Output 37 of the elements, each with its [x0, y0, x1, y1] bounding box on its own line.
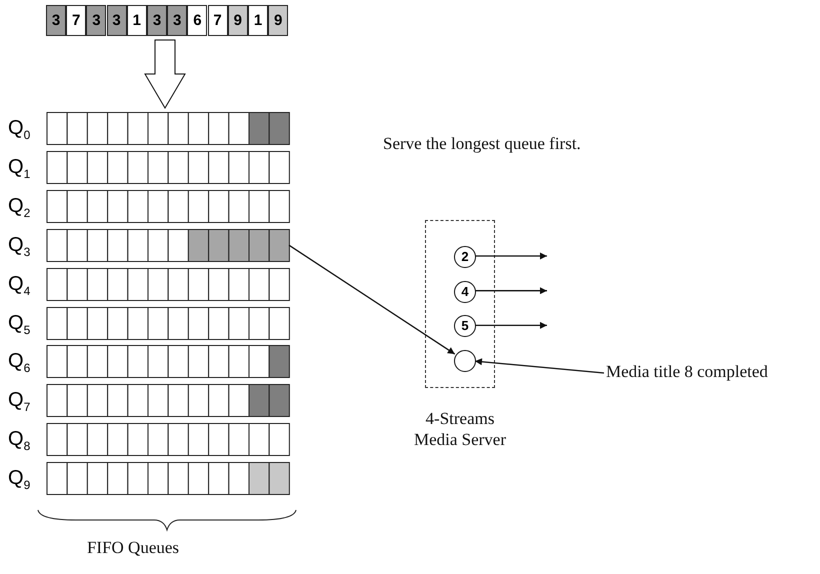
request-sequence: [46, 5, 288, 36]
stream-output-arrow: [475, 322, 547, 329]
group-caption: FIFO Queues: [86, 538, 180, 558]
stream-output-arrow: [475, 287, 547, 294]
arrow: [474, 358, 604, 374]
stream-output-arrow: [475, 252, 547, 260]
server-caption: 4-Streams Media Server: [412, 408, 508, 450]
queue-label: Q$_{6}$: [8, 349, 30, 378]
request-number: 3: [86, 5, 106, 36]
queue-label: Q$_{0}$: [8, 116, 30, 144]
stream-circle: 5: [454, 315, 476, 338]
empty-stream-circle: [454, 350, 476, 372]
request-number: 3: [147, 5, 167, 36]
queue-label: Q$_{7}$: [8, 388, 30, 416]
request-number: 9: [228, 5, 248, 36]
stream-circle: 2: [454, 246, 476, 268]
request-number: 3: [46, 5, 66, 36]
queue-label: Q$_{2}$: [8, 194, 30, 222]
request-number: 3: [106, 5, 127, 36]
note-text: Serve the longest queue first.: [383, 134, 581, 154]
queue-label: Q$_{1}$: [8, 154, 30, 183]
request-number: 7: [208, 5, 228, 36]
stream-circle: 4: [454, 280, 476, 303]
request-number: 3: [167, 5, 188, 36]
hollow-down-arrow: [144, 40, 186, 109]
queue-label: Q$_{8}$: [8, 427, 30, 456]
callout-text: Media title 8 completed: [606, 361, 768, 383]
arrow: [288, 244, 456, 355]
request-number: 7: [66, 5, 86, 36]
request-number: 1: [126, 5, 147, 36]
queue-label: Q$_{5}$: [8, 310, 30, 338]
queue-label: Q$_{3}$: [8, 232, 30, 261]
queue-label: Q$_{4}$: [8, 272, 30, 300]
request-number: 1: [248, 5, 268, 36]
request-number: 6: [187, 5, 208, 36]
request-number: 9: [268, 5, 288, 36]
queue-label: Q$_{9}$: [8, 466, 30, 494]
